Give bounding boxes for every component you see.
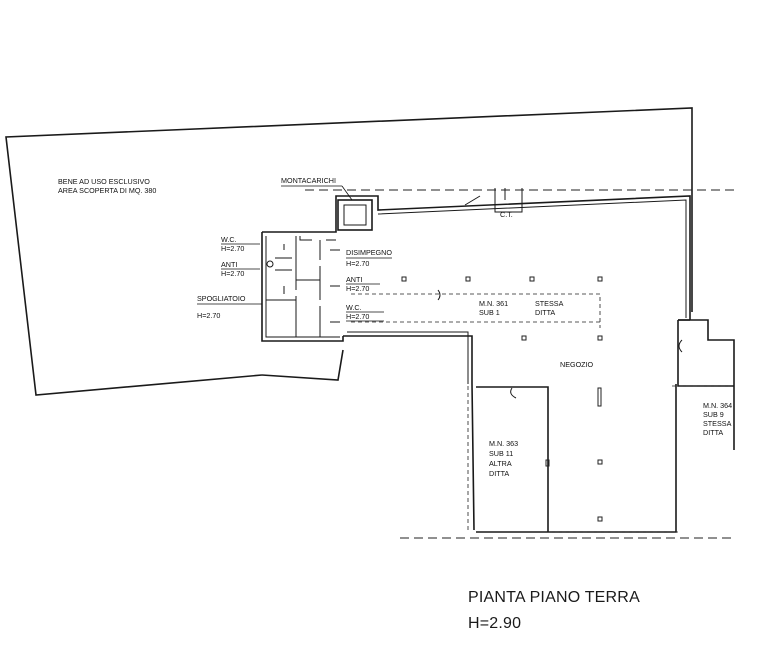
boiler-room (464, 188, 523, 213)
column (597, 459, 603, 465)
label-wc2-height: H=2.70 (346, 312, 369, 321)
column (545, 459, 550, 467)
outdoor-area-boundary-lower (261, 349, 344, 381)
label-mn361-1: M.N. 361 (479, 299, 508, 308)
column (597, 335, 603, 341)
label-negozio: NEGOZIO (560, 360, 594, 369)
column (521, 335, 527, 341)
column (401, 276, 407, 282)
label-montacarichi: MONTACARICHI (281, 176, 336, 185)
label-stessa-1: STESSA (535, 299, 564, 308)
structural-columns (401, 276, 603, 522)
label-disimpegno-name: DISIMPEGNO (346, 248, 392, 257)
plan-height: H=2.90 (468, 615, 522, 632)
label-mn364-2: SUB 9 (703, 410, 724, 419)
label-mn364-3: STESSA (703, 419, 732, 428)
mn361-dashed-area (351, 293, 601, 328)
outdoor-area-boundary (5, 107, 693, 396)
sink-symbol (266, 260, 274, 268)
column (597, 276, 603, 282)
label-mn363-3: ALTRA (489, 459, 512, 468)
label-wc1-height: H=2.70 (221, 244, 244, 253)
label-mn363-1: M.N. 363 (489, 439, 518, 448)
plan-title: PIANTA PIANO TERRA (468, 589, 640, 606)
door-swing (678, 339, 683, 353)
shop-right-wall (548, 384, 677, 533)
label-anti1-height: H=2.70 (221, 269, 244, 278)
label-bene-2: AREA SCOPERTA DI MQ. 380 (58, 186, 156, 195)
building-outer-wall (261, 195, 691, 531)
label-anti2-name: ANTI (346, 275, 362, 284)
plan-title-block: PIANTA PIANO TERRA H=2.90 (468, 585, 640, 637)
label-spogliatoio-height: H=2.70 (197, 311, 220, 320)
label-mn363-4: DITTA (489, 469, 509, 478)
service-partitions (266, 236, 340, 337)
label-ct: C.T. (500, 210, 513, 219)
column (597, 516, 603, 522)
door-swing (510, 387, 517, 399)
door-swing (437, 289, 441, 301)
column (597, 387, 602, 407)
lift-car (343, 204, 367, 226)
label-mn363-2: SUB 11 (489, 449, 513, 458)
label-mn361-2: SUB 1 (479, 308, 500, 317)
label-mn364-4: DITTA (703, 428, 723, 437)
mn363-partition (476, 386, 549, 533)
label-spogliatoio-name: SPOGLIATOIO (197, 294, 246, 303)
label-stessa-2: DITTA (535, 308, 555, 317)
label-wc2-name: W.C. (346, 303, 362, 312)
label-anti2-height: H=2.70 (346, 284, 369, 293)
building-inner-wall (265, 199, 687, 384)
label-bene-1: BENE AD USO ESCLUSIVO (58, 177, 150, 186)
column (465, 276, 471, 282)
label-disimpegno-height: H=2.70 (346, 259, 369, 268)
label-anti1-name: ANTI (221, 260, 237, 269)
label-mn364-1: M.N. 364 (703, 401, 732, 410)
column (529, 276, 535, 282)
label-wc1-name: W.C. (221, 235, 237, 244)
lift-shaft (337, 199, 373, 231)
